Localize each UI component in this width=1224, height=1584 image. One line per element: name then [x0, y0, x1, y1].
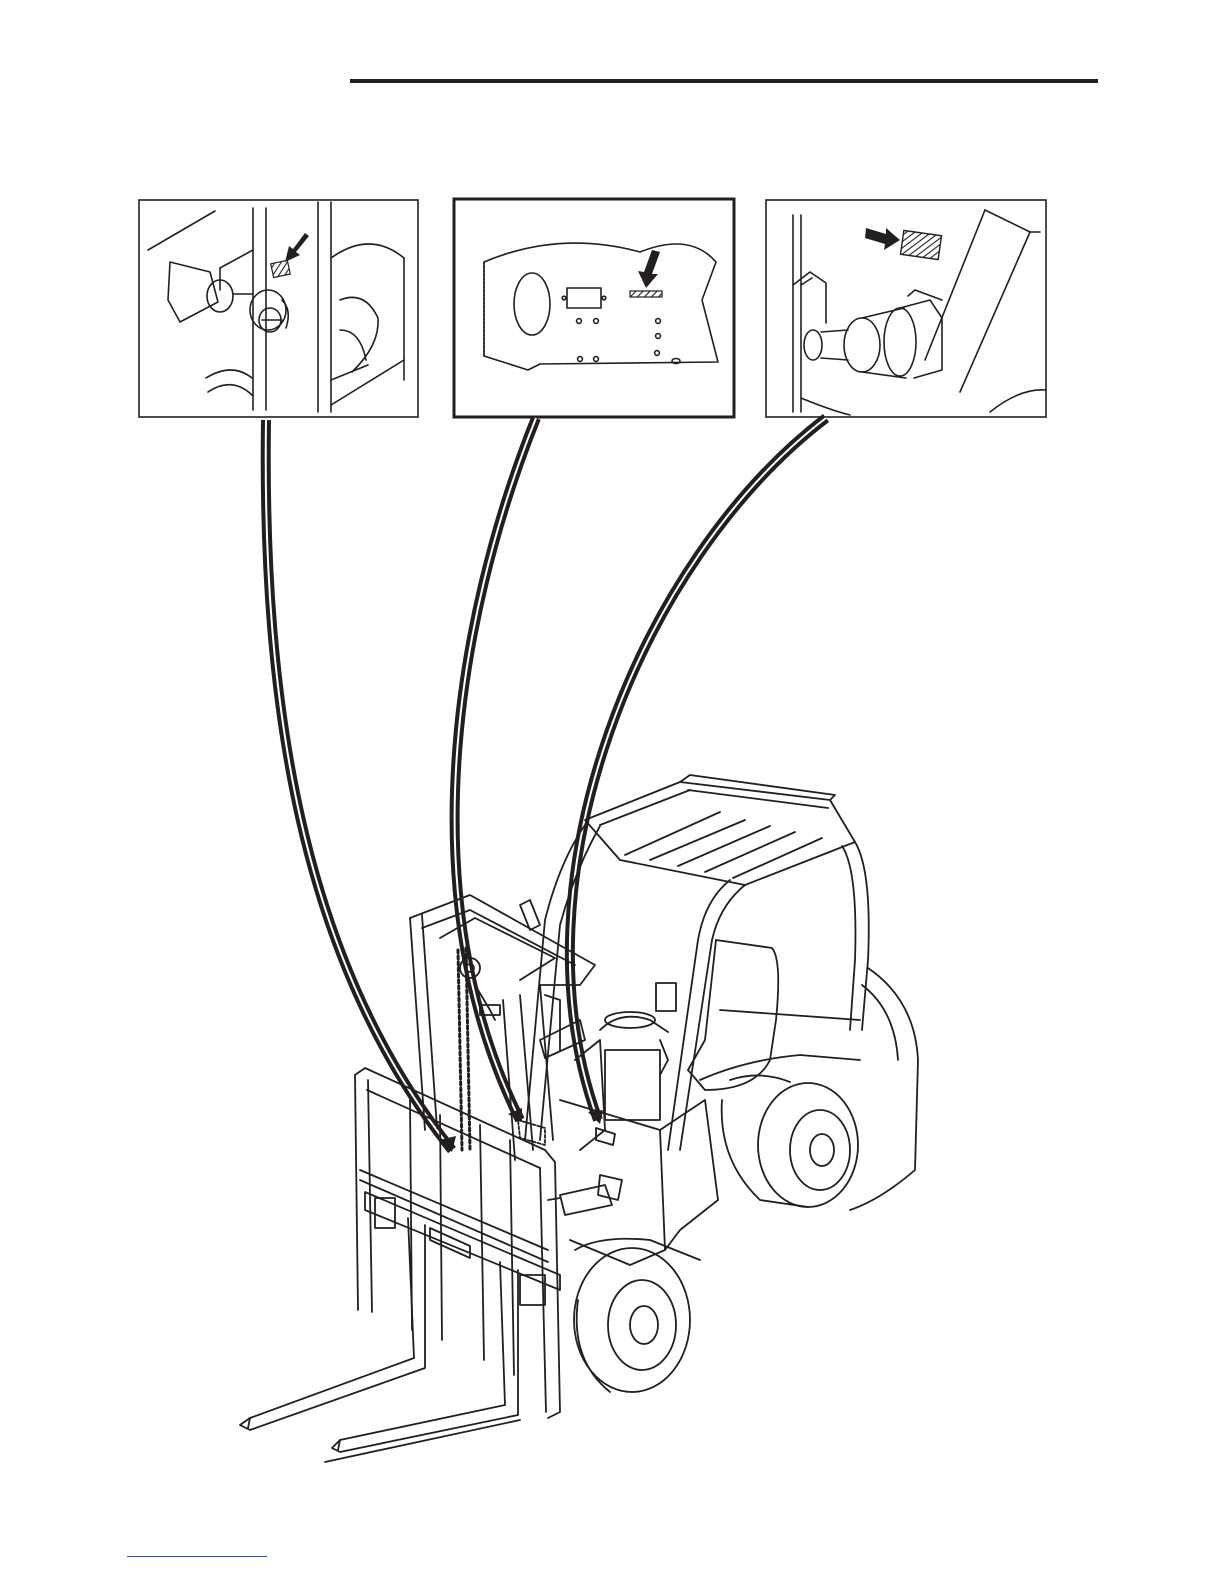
serial-plate-frame [630, 291, 662, 297]
serial-plate-mast [271, 260, 291, 277]
detail-box-tilt-cylinder [766, 200, 1046, 417]
footer-link-line [127, 1556, 267, 1557]
serial-plate-tilt-cylinder [901, 230, 942, 259]
detail-box-mast [139, 200, 418, 417]
leader-arrowheads [440, 1108, 603, 1152]
detail-box-frame [454, 199, 734, 417]
leader-band-mast [266, 420, 452, 1150]
arrow-icon [588, 1110, 603, 1124]
